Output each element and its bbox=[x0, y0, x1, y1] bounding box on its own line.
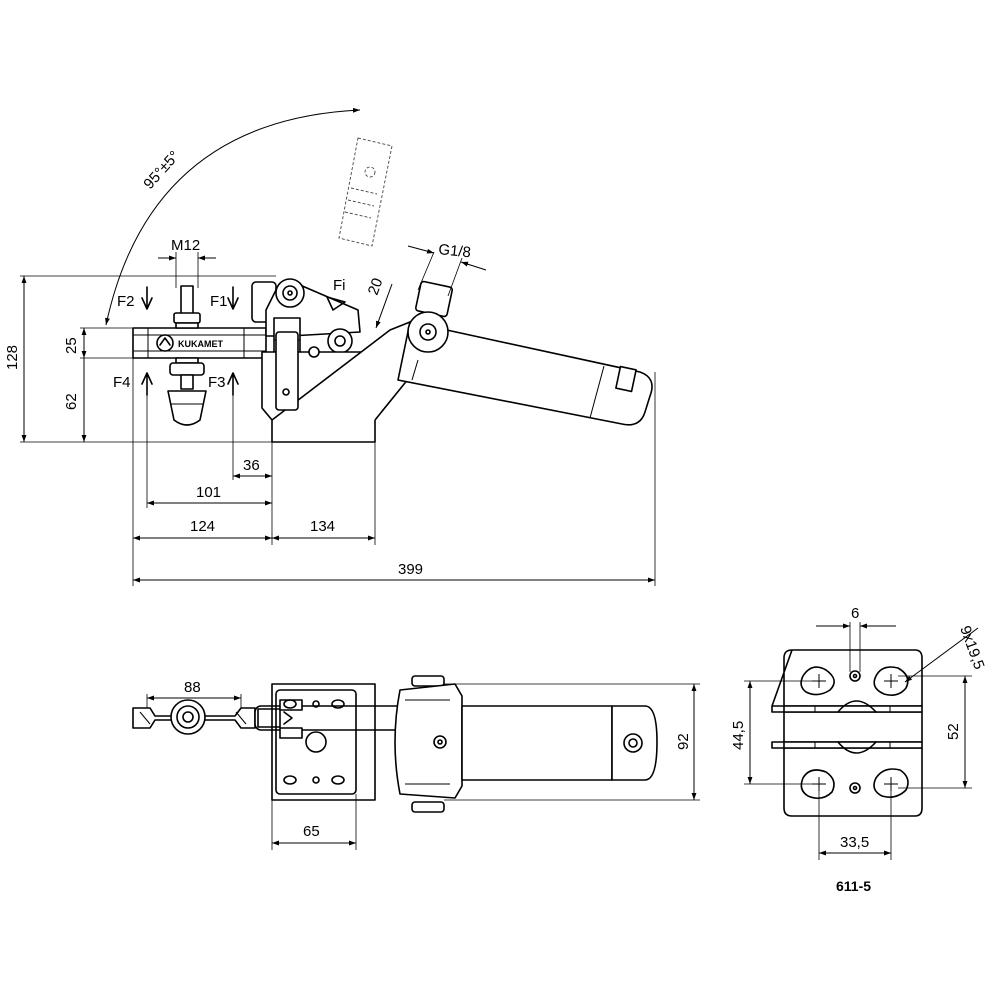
mounting-slots bbox=[800, 666, 909, 800]
spindle-bar: KUKAMET bbox=[132, 327, 267, 359]
force-f4-label: F4 bbox=[113, 374, 131, 391]
dim-33-5-label: 33,5 bbox=[840, 834, 869, 851]
open-position-ghost bbox=[338, 137, 393, 247]
dim-slot-label: 9x19,5 bbox=[956, 624, 987, 672]
dim-slot: 9x19,5 bbox=[904, 624, 988, 683]
dim-65-label: 65 bbox=[303, 823, 320, 840]
side-view: 95°±5° KUKAMET bbox=[4, 107, 656, 586]
top-base bbox=[271, 683, 376, 801]
dim-128-label: 128 bbox=[4, 345, 21, 370]
force-f2-label: F2 bbox=[117, 293, 135, 310]
clamping-spindle bbox=[167, 285, 207, 426]
brand-logo-icon bbox=[156, 334, 174, 352]
dim-44-5-label: 44,5 bbox=[730, 721, 747, 750]
dim-52-label: 52 bbox=[945, 723, 962, 740]
dim-62-label: 62 bbox=[63, 393, 80, 410]
dim-134-label: 134 bbox=[310, 518, 335, 535]
force-f1-label: F1 bbox=[210, 293, 228, 310]
dim-44-5: 44,5 bbox=[730, 680, 812, 785]
force-f3-label: F3 bbox=[208, 374, 226, 391]
dim-vertical-left: 128 25 62 bbox=[4, 275, 276, 443]
dim-g18-label: G1/8 bbox=[438, 241, 472, 261]
dim-92-label: 92 bbox=[675, 733, 692, 750]
force-fi-label: Fi bbox=[333, 277, 346, 294]
clamp-body bbox=[261, 317, 441, 443]
dim-m12-label: M12 bbox=[171, 237, 200, 254]
base-plate-outline bbox=[771, 649, 923, 817]
top-link bbox=[254, 699, 416, 739]
clamp-arm bbox=[251, 278, 361, 363]
pneumatic-cylinder bbox=[397, 280, 653, 426]
base-view: 6 9x19,5 44,5 52 33,5 611-5 bbox=[730, 605, 988, 894]
swing-arc bbox=[105, 107, 361, 326]
dim-g18: G1/8 bbox=[407, 241, 487, 297]
top-spindle-bar bbox=[132, 699, 256, 735]
dim-124-label: 124 bbox=[190, 518, 215, 535]
dim-88: 88 bbox=[146, 679, 242, 708]
force-arrows: F2 F1 F4 F3 Fi bbox=[113, 277, 346, 396]
model-code: 611-5 bbox=[836, 878, 871, 894]
dim-20: 20 bbox=[365, 276, 393, 329]
dim-88-label: 88 bbox=[184, 679, 201, 696]
dim-52: 52 bbox=[898, 675, 972, 789]
dim-25-label: 25 bbox=[63, 337, 80, 354]
dim-399-label: 399 bbox=[398, 561, 423, 578]
dim-92: 92 bbox=[444, 683, 700, 801]
dim-33-5: 33,5 bbox=[818, 791, 892, 860]
dim-101-label: 101 bbox=[196, 484, 221, 501]
top-cylinder bbox=[394, 675, 658, 813]
dim-m12: M12 bbox=[158, 237, 216, 288]
dim-36-label: 36 bbox=[243, 457, 260, 474]
dim-65: 65 bbox=[271, 794, 357, 850]
swing-angle-label: 95°±5° bbox=[140, 148, 183, 193]
dim-6: 6 bbox=[816, 605, 896, 672]
brand-logo-text: KUKAMET bbox=[178, 339, 223, 349]
dim-horizontal-below: 36 101 124 134 399 bbox=[132, 358, 656, 586]
top-view: 88 65 92 bbox=[132, 675, 700, 850]
dim-6-label: 6 bbox=[851, 605, 859, 622]
dim-20-label: 20 bbox=[365, 276, 387, 297]
